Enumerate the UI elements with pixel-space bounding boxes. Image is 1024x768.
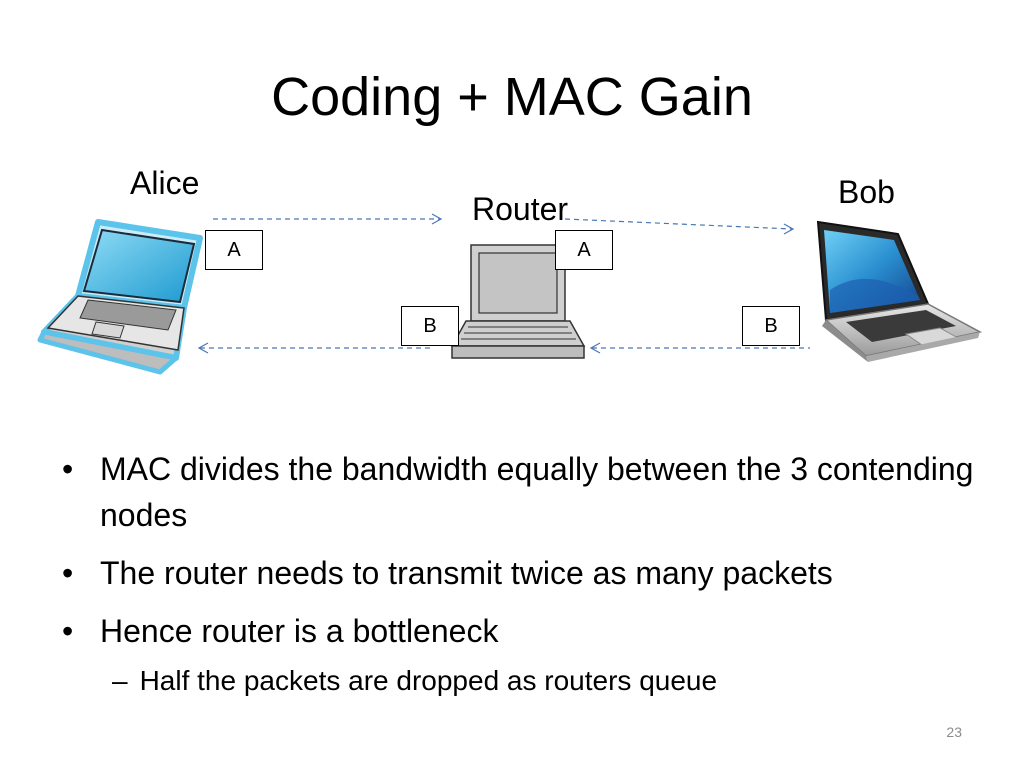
bob-label: Bob <box>838 174 895 210</box>
packet-b-bob: B <box>742 306 800 346</box>
sub-bullet-text: Half the packets are dropped as routers … <box>139 665 718 696</box>
bullet-glyph: • <box>62 451 74 487</box>
bullet-text: MAC divides the bandwidth equally betwee… <box>100 451 974 533</box>
arrow-router-to-bob <box>564 218 795 235</box>
alice-laptop-icon <box>37 219 203 375</box>
arrow-router-to-alice <box>197 342 430 354</box>
packet-a-alice: A <box>205 230 263 270</box>
sub-bullet-item: –Half the packets are dropped as routers… <box>112 662 717 700</box>
bullet-glyph: • <box>62 613 74 649</box>
bullet-item: • The router needs to transmit twice as … <box>62 550 982 596</box>
sub-bullet-glyph: – <box>112 665 128 696</box>
packet-b-router: B <box>401 306 459 346</box>
bullet-item: • MAC divides the bandwidth equally betw… <box>62 446 982 538</box>
bullet-glyph: • <box>62 555 74 591</box>
bullet-list: • MAC divides the bandwidth equally betw… <box>62 446 982 666</box>
arrow-alice-to-router <box>213 213 443 225</box>
bullet-text: The router needs to transmit twice as ma… <box>100 555 833 591</box>
bullet-item: • Hence router is a bottleneck <box>62 608 982 654</box>
router-label: Router <box>472 191 569 227</box>
network-diagram <box>37 213 983 375</box>
page-number: 23 <box>946 724 962 740</box>
packet-a-router: A <box>555 230 613 270</box>
slide-title: Coding + MAC Gain <box>271 67 753 127</box>
arrow-bob-to-router <box>589 342 810 354</box>
bob-laptop-icon <box>816 220 983 362</box>
router-laptop-icon <box>450 244 586 359</box>
alice-label: Alice <box>130 165 200 201</box>
bullet-text: Hence router is a bottleneck <box>100 613 499 649</box>
